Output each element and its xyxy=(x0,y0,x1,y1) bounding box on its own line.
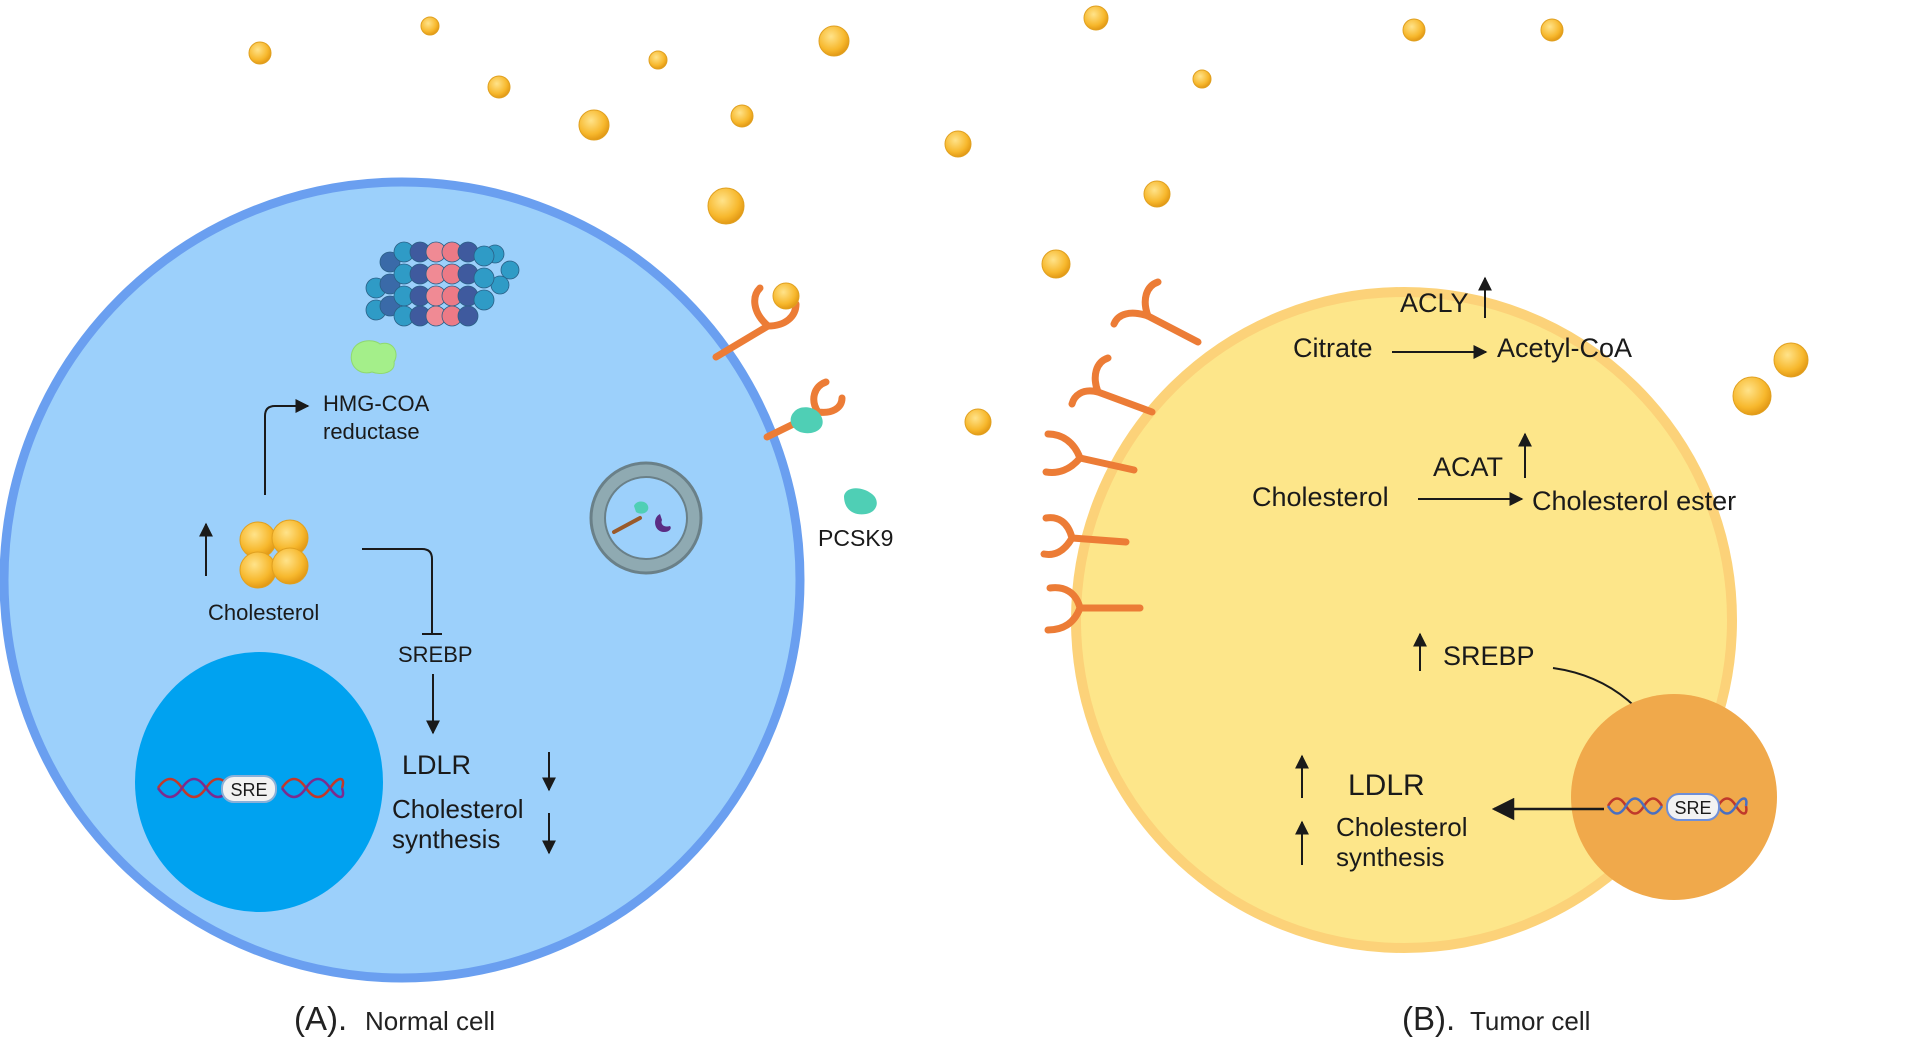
acly-label: ACLY xyxy=(1400,288,1469,318)
lipid-particle xyxy=(1192,69,1212,89)
proteasome-complex xyxy=(365,241,520,327)
tumor-synthesis-label-line2: synthesis xyxy=(1336,842,1444,872)
normal-sre-label: SRE xyxy=(230,780,267,800)
acetyl-coa-label: Acetyl-CoA xyxy=(1497,333,1632,363)
endosome-vesicle xyxy=(589,461,703,575)
lipid-particle xyxy=(648,50,668,70)
caption-a-text: Normal cell xyxy=(365,1006,495,1036)
lipid-particle xyxy=(707,187,745,225)
tumor-cell: ACLY Citrate Acetyl-CoA ACAT Cholesterol… xyxy=(1040,276,1809,1037)
tumor-srebp-label: SREBP xyxy=(1443,641,1535,671)
lipid-particle xyxy=(487,75,511,99)
receptor-1 xyxy=(1110,278,1202,346)
tumor-cholesterol-label: Cholesterol xyxy=(1252,482,1389,512)
cholesterol-ester-label: Cholesterol ester xyxy=(1532,486,1736,516)
lipid-particle xyxy=(964,408,992,436)
normal-sre-box xyxy=(221,775,277,803)
normal-synthesis-label-line2: synthesis xyxy=(392,824,500,854)
ldl-receptor-pcsk9-complex xyxy=(763,378,846,441)
lipid-particle xyxy=(1402,18,1426,42)
tumor-synthesis-label-line1: Cholesterol xyxy=(1336,812,1468,842)
inhibition-cholesterol-srebp xyxy=(362,548,433,634)
hmg-coa-label-line1: HMG-COA xyxy=(323,391,430,416)
citrate-label: Citrate xyxy=(1293,333,1373,363)
lipid-particle xyxy=(1540,18,1564,42)
tumor-surface-receptors xyxy=(1040,278,1202,634)
receptor-2 xyxy=(1068,354,1156,416)
normal-ldlr-label: LDLR xyxy=(402,750,471,780)
tumor-dna-helix xyxy=(1606,797,1748,815)
lipid-particle xyxy=(420,16,440,36)
tumor-ldlr-label: LDLR xyxy=(1348,769,1425,802)
caption-b-letter: (B). xyxy=(1402,1000,1455,1037)
arrow-cholesterol-to-hmg xyxy=(264,399,310,495)
pcsk9-label: PCSK9 xyxy=(818,525,893,551)
normal-synthesis-label-line1: Cholesterol xyxy=(392,794,524,824)
hmg-coa-reductase-enzyme xyxy=(350,340,397,375)
extracellular-lipid-particles xyxy=(248,5,1564,436)
receptor-5 xyxy=(1044,584,1144,634)
tumor-lipid-droplets xyxy=(1732,342,1809,416)
ldl-receptor-with-ldl xyxy=(712,282,800,361)
normal-cell: HMG-COA reductase Cholesterol SREBP LDLR… xyxy=(0,177,893,1037)
lipid-particle xyxy=(818,25,850,57)
normal-cholesterol-label: Cholesterol xyxy=(208,600,319,625)
lipid-particle xyxy=(1143,180,1171,208)
caption-b-text: Tumor cell xyxy=(1470,1006,1590,1036)
cholesterol-droplets xyxy=(239,519,309,589)
normal-srebp-label: SREBP xyxy=(398,642,473,667)
lipid-particle xyxy=(730,104,754,128)
lipid-particle xyxy=(944,130,972,158)
lipid-particle xyxy=(1041,249,1071,279)
tumor-sre-box xyxy=(1666,793,1720,821)
tumor-sre-label: SRE xyxy=(1674,798,1711,818)
caption-a-letter: (A). xyxy=(294,1000,347,1037)
receptor-4 xyxy=(1040,514,1130,558)
receptor-3 xyxy=(1042,430,1138,476)
hmg-coa-label-line2: reductase xyxy=(323,419,420,444)
lipid-particle xyxy=(248,41,272,65)
pcsk9-protein xyxy=(844,488,877,515)
lipid-particle xyxy=(1083,5,1109,31)
acat-label: ACAT xyxy=(1433,452,1503,482)
lipid-particle xyxy=(578,109,610,141)
